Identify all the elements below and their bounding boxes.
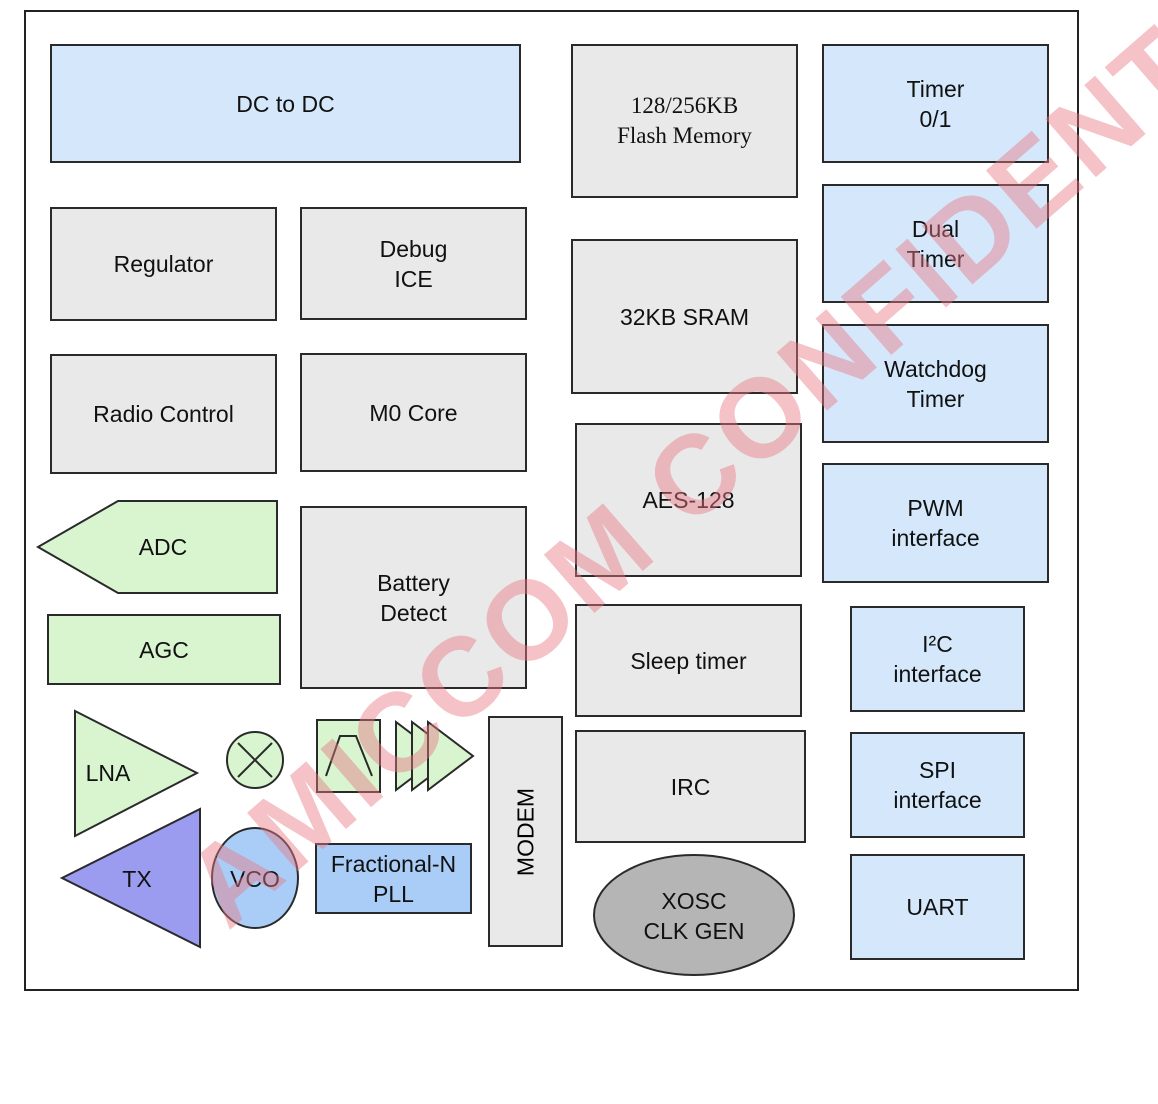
- sram-block: 32KB SRAM: [571, 239, 798, 394]
- vco-shape: [211, 827, 299, 929]
- agc-block: AGC: [47, 614, 281, 685]
- watchdog-timer-block: Watchdog Timer: [822, 324, 1049, 443]
- regulator-block: Regulator: [50, 207, 277, 321]
- xosc-label: XOSC CLK GEN: [643, 888, 745, 944]
- vco-label: VCO: [230, 866, 280, 892]
- adc-label: ADC: [138, 534, 188, 560]
- tx-amplifier-shape: [59, 807, 201, 949]
- i2c-interface-block: I²C interface: [850, 606, 1025, 712]
- flash-memory-block: 128/256KB Flash Memory: [571, 44, 798, 198]
- bandpass-filter-icon: [316, 719, 381, 793]
- dc-to-dc-block: DC to DC: [50, 44, 521, 163]
- uart-block: UART: [850, 854, 1025, 960]
- battery-detect-block: Battery Detect: [300, 506, 527, 689]
- m0-core-block: M0 Core: [300, 353, 527, 472]
- spi-interface-block: SPI interface: [850, 732, 1025, 838]
- timer01-block: Timer 0/1: [822, 44, 1049, 163]
- fractional-pll-block: Fractional-N PLL: [315, 843, 472, 914]
- lna-amplifier-shape: [74, 709, 200, 838]
- debug-ice-block: Debug ICE: [300, 207, 527, 320]
- irc-block: IRC: [575, 730, 806, 843]
- dual-timer-block: Dual Timer: [822, 184, 1049, 303]
- aes-block: AES-128: [575, 423, 802, 577]
- lna-label: LNA: [85, 760, 131, 786]
- tx-label: TX: [122, 866, 152, 892]
- xosc-shape: [593, 854, 795, 976]
- modem-block: MODEM: [488, 716, 563, 947]
- mixer-icon: [226, 731, 284, 789]
- adc-shape: [35, 500, 278, 594]
- limiting-amplifier-chain-icon: [395, 719, 475, 793]
- radio-control-block: Radio Control: [50, 354, 277, 474]
- sleep-timer-block: Sleep timer: [575, 604, 802, 717]
- pwm-interface-block: PWM interface: [822, 463, 1049, 583]
